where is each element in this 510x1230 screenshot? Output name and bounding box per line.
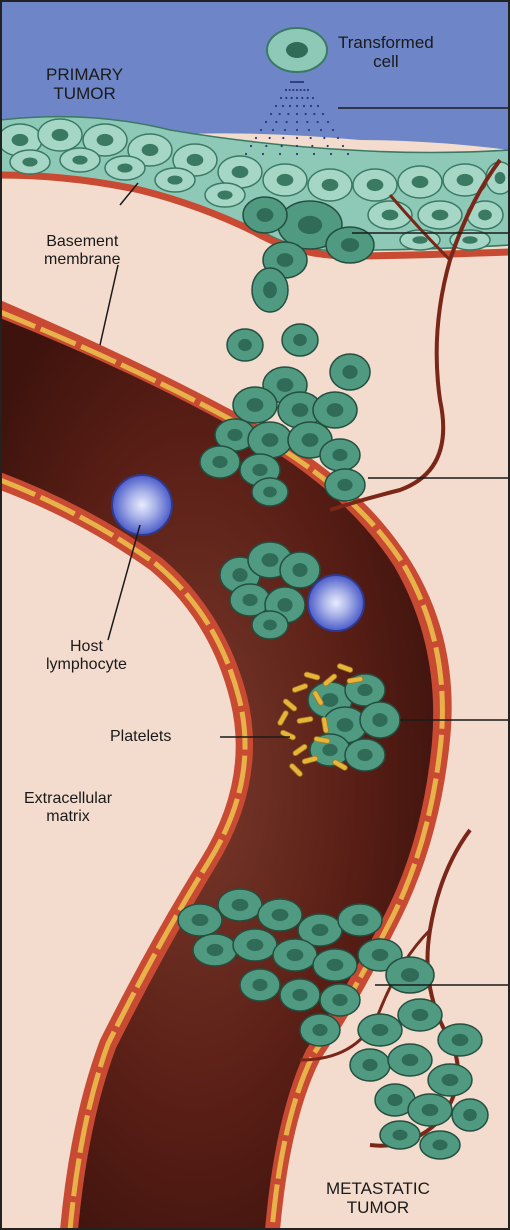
tumor-cell: [313, 949, 357, 981]
label-primary-tumor: PRIMARYTUMOR: [46, 66, 123, 103]
tumor-cell: [350, 1049, 390, 1081]
tumor-cell: [320, 439, 360, 471]
tumor-cell: [282, 324, 318, 356]
tumor-cell: [408, 1094, 452, 1126]
tumor-cell: [325, 469, 365, 501]
lymphocyte-2: [308, 575, 364, 631]
tumor-cell: [280, 552, 320, 588]
tumor-cell: [345, 739, 385, 771]
tumor-cell: [398, 999, 442, 1031]
tumor-cell: [243, 197, 287, 233]
epithelial-cell: [155, 168, 195, 192]
tumor-cell: [438, 1024, 482, 1056]
label-basement-membrane: Basementmembrane: [44, 233, 120, 268]
tumor-cell: [252, 478, 288, 506]
tumor-cell: [233, 387, 277, 423]
tumor-cell: [240, 969, 280, 1001]
tumor-cell: [200, 446, 240, 478]
epithelial-cell: [398, 166, 442, 198]
tumor-cell: [248, 422, 292, 458]
label-platelets: Platelets: [110, 728, 171, 746]
tumor-cell: [178, 904, 222, 936]
epithelial-cell: [105, 156, 145, 180]
label-transformed-cell: Transformedcell: [338, 34, 434, 71]
tumor-cell: [252, 611, 288, 639]
tumor-cell: [313, 392, 357, 428]
tumor-cell: [388, 1044, 432, 1076]
tumor-cell: [386, 957, 434, 993]
tumor-cell: [428, 1064, 472, 1096]
lymphocyte-1: [112, 475, 172, 535]
tumor-cell: [252, 268, 288, 312]
epithelial-cell: [38, 119, 82, 151]
tumor-cell: [258, 899, 302, 931]
epithelial-cell: [308, 169, 352, 201]
tumor-cell: [227, 329, 263, 361]
epithelial-cell: [10, 150, 50, 174]
tumor-cell: [360, 702, 400, 738]
tumor-cell: [300, 1014, 340, 1046]
epithelial-cell: [263, 164, 307, 196]
tumor-cell: [273, 939, 317, 971]
tumor-cell: [380, 1121, 420, 1149]
epithelial-cell: [205, 183, 245, 207]
epithelial-cell: [368, 201, 412, 229]
tumor-cell: [320, 984, 360, 1016]
tumor-cell: [330, 354, 370, 390]
tumor-cell: [218, 889, 262, 921]
tumor-cell: [358, 1014, 402, 1046]
tumor-cell: [338, 904, 382, 936]
label-extracellular-matrix: Extracellularmatrix: [24, 790, 112, 825]
tumor-cell: [420, 1131, 460, 1159]
tumor-cell: [280, 979, 320, 1011]
tumor-cell: [193, 934, 237, 966]
tumor-cell: [233, 929, 277, 961]
label-host-lymphocyte: Hostlymphocyte: [46, 638, 127, 673]
epithelial-cell: [418, 201, 462, 229]
tumor-cell: [452, 1099, 488, 1131]
label-metastatic-tumor: METASTATICTUMOR: [326, 1180, 430, 1217]
epithelial-cell: [60, 148, 100, 172]
